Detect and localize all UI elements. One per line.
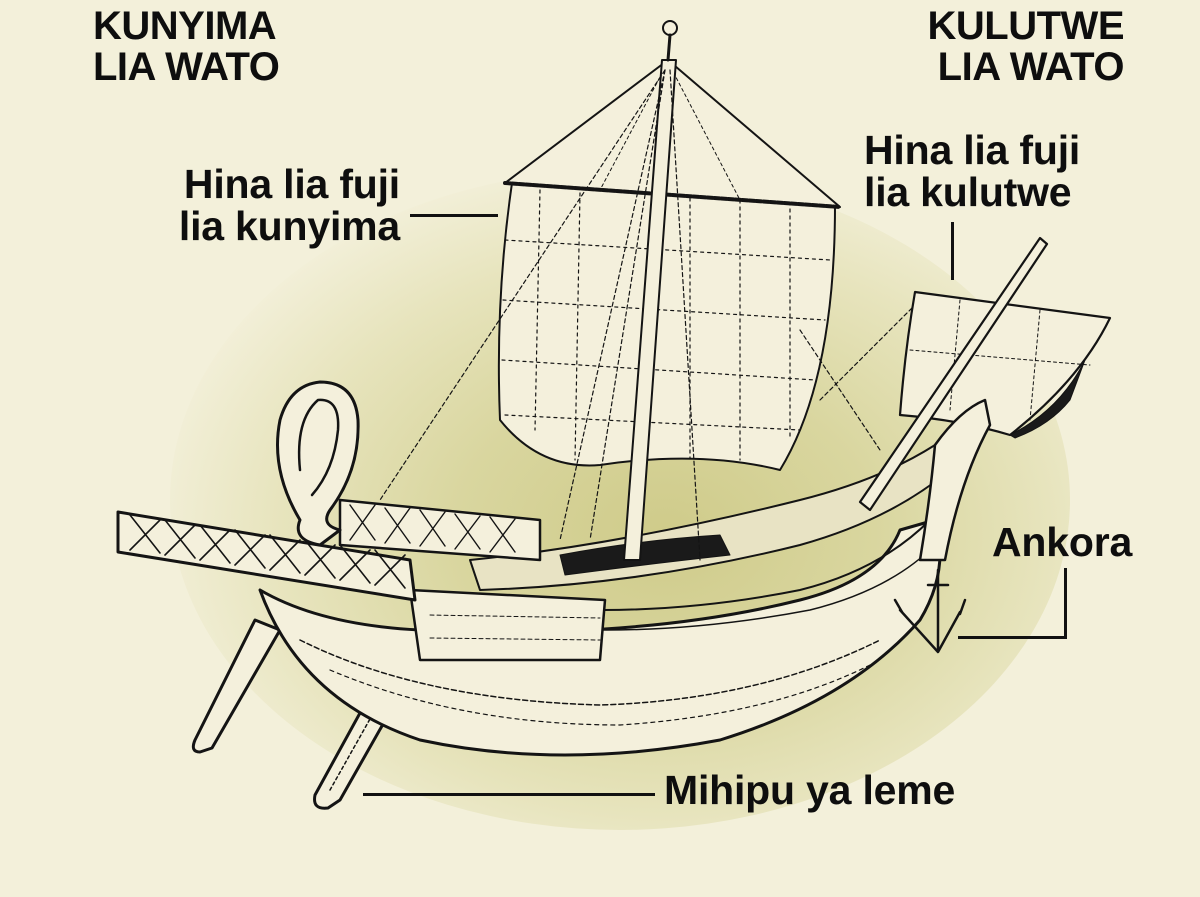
mainsail-label: Hina lia fuji lia kunyima (178, 161, 400, 249)
anchor-leader-vertical (1064, 568, 1067, 638)
stern-heading: KUNYIMA LIA WATO (93, 4, 280, 89)
foresail-leader-line (951, 222, 954, 280)
bow-heading: KULUTWE LIA WATO (927, 4, 1125, 89)
rudders-leader-line (363, 793, 655, 796)
foresail-label: Hina lia fuji lia kulutwe (864, 127, 1081, 215)
mainsail-leader-line (410, 214, 498, 217)
rudders-label: Mihipu ya leme (664, 767, 956, 813)
anchor-leader-horizontal (958, 636, 1067, 639)
anchor-label: Ankora (992, 519, 1133, 565)
